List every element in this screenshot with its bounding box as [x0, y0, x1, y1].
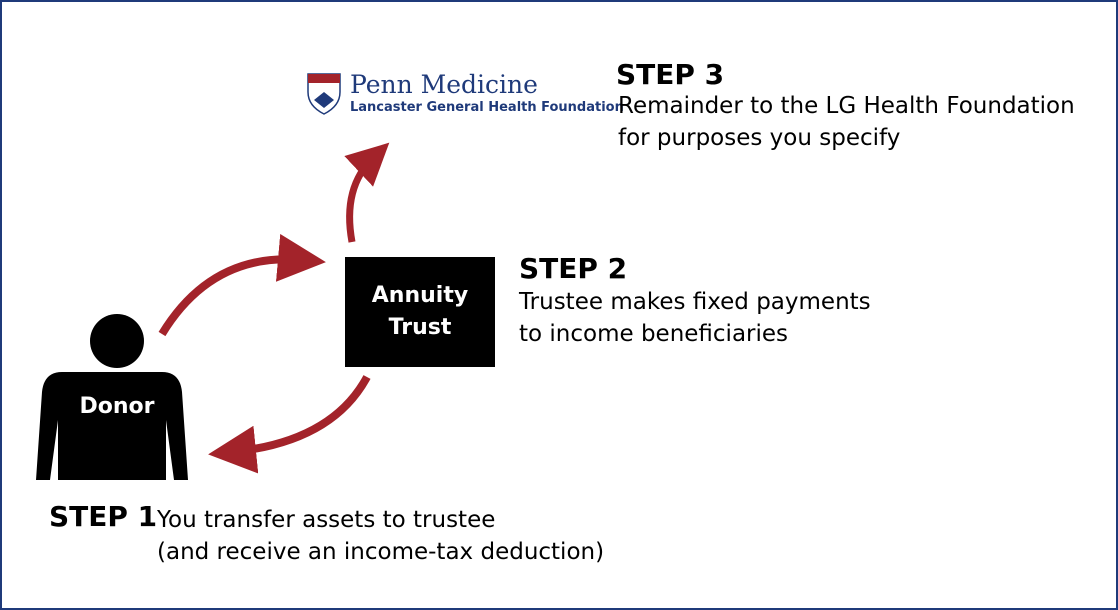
step1-description: You transfer assets to trustee (and recei… — [157, 504, 604, 568]
step1-title: STEP 1 — [49, 500, 158, 533]
step2-line1: Trustee makes fixed payments — [519, 289, 871, 315]
step3-description: Remainder to the LG Health Foundation for… — [618, 90, 1075, 154]
step1-line2: (and receive an income-tax deduction) — [157, 539, 605, 565]
arrow-trust-to-foundation — [344, 142, 390, 243]
donor-label: Donor — [79, 394, 155, 419]
step2-title: STEP 2 — [519, 252, 628, 285]
logo-subtitle: Lancaster General Health Foundation — [350, 100, 624, 115]
step2-description: Trustee makes fixed payments to income be… — [519, 286, 871, 350]
arrow-donor-to-trust — [158, 233, 326, 337]
step2-line2: to income beneficiaries — [519, 321, 789, 347]
step3-line2: for purposes you specify — [618, 125, 901, 151]
arrow-trust-to-donor — [208, 375, 371, 474]
step1-line1: You transfer assets to trustee — [157, 507, 496, 533]
shield-logo-icon — [307, 73, 341, 115]
donor-figure-icon — [36, 314, 188, 480]
trust-label-1: Annuity — [371, 283, 469, 308]
trust-label-2: Trust — [388, 315, 452, 340]
step3-line1: Remainder to the LG Health Foundation — [618, 93, 1075, 119]
step3-title: STEP 3 — [616, 58, 725, 91]
logo-title: Penn Medicine — [350, 70, 538, 99]
